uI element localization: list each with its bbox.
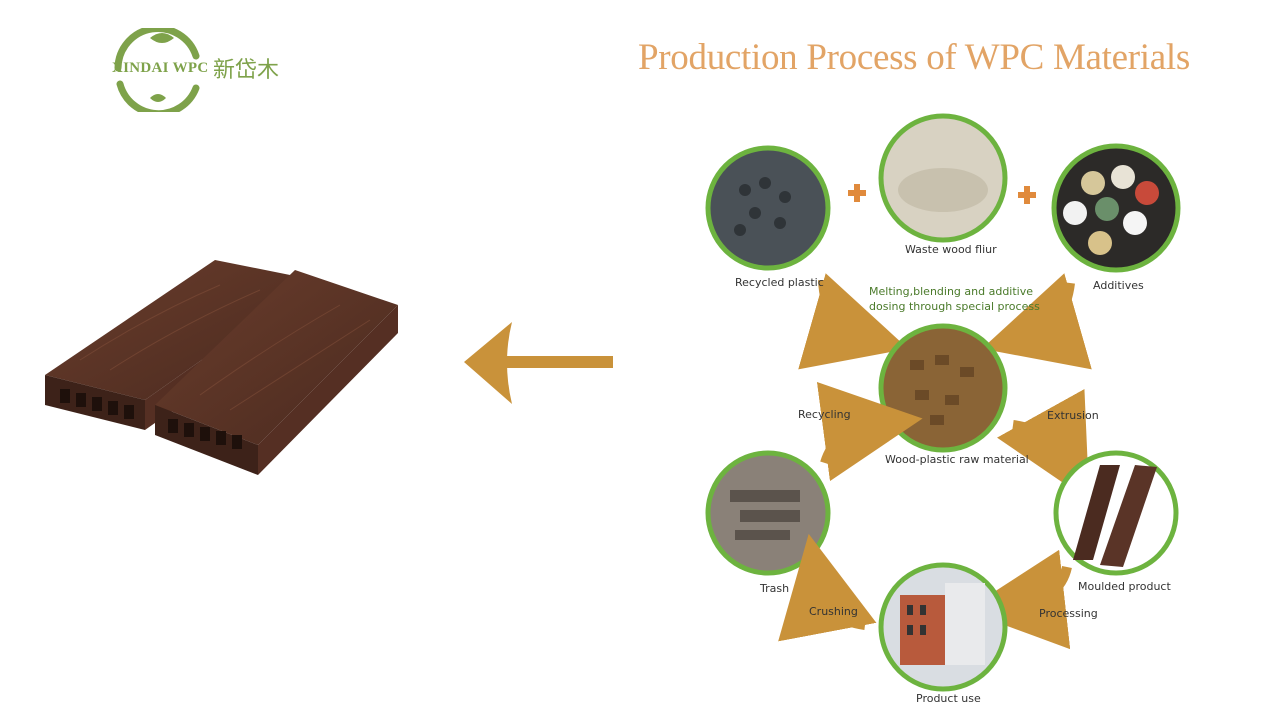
label-recycling: Recycling [798, 408, 851, 421]
recycled-plastic-circle [705, 145, 831, 271]
logo-text-cn: 新岱木 [213, 58, 280, 83]
page-title: Production Process of WPC Materials [638, 37, 1190, 78]
logo-text: XINDAI WPC [112, 60, 209, 76]
label-moulded-product: Moulded product [1078, 580, 1171, 593]
label-melting-2: dosing through special process [869, 300, 1040, 313]
process-diagram: Recycled plastic Waste wood fliur Additi… [695, 105, 1200, 715]
raw-material-circle [878, 323, 1008, 453]
label-waste-wood: Waste wood fliur [905, 243, 997, 256]
label-trash: Trash [760, 582, 790, 595]
label-crushing: Crushing [809, 605, 858, 618]
label-processing: Processing [1039, 607, 1098, 620]
plus-icon [848, 184, 866, 202]
arrow-left-icon [464, 322, 613, 404]
company-logo [114, 28, 200, 112]
wpc-board-image [45, 260, 398, 475]
moulded-product-circle [1053, 450, 1179, 576]
trash-circle [705, 450, 831, 576]
plus-icon [1018, 186, 1036, 204]
waste-wood-circle [878, 113, 1008, 243]
label-product-use: Product use [916, 692, 981, 705]
additives-circle [1051, 143, 1181, 273]
label-raw-material: Wood-plastic raw material [885, 453, 1029, 466]
label-additives: Additives [1093, 279, 1144, 292]
label-extrusion: Extrusion [1047, 409, 1099, 422]
label-recycled-plastic: Recycled plastic [735, 276, 824, 289]
process-diagram-graphics [705, 113, 1181, 692]
label-melting: Melting,blending and additive [869, 285, 1034, 298]
product-use-circle [878, 562, 1008, 692]
